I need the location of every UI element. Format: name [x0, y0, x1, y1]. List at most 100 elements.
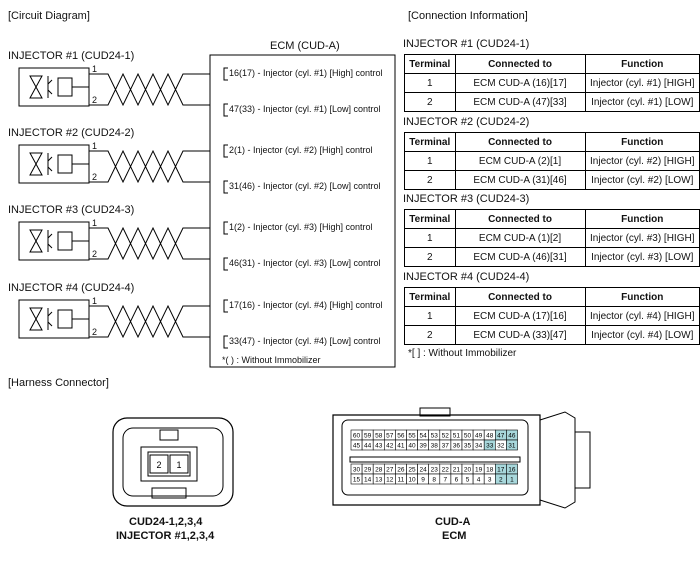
injector-4-label: INJECTOR #4 (CUD24-4) — [8, 282, 135, 294]
ecm-pin-13: 13 — [375, 477, 383, 484]
pin-number-2: 2 — [92, 249, 98, 259]
ecm-pin-57: 57 — [386, 433, 394, 440]
table-note: *[ ] : Without Immobilizer — [408, 348, 517, 359]
ecm-label-1: CUD-A — [435, 516, 471, 528]
ecm-pin-29: 29 — [364, 467, 372, 474]
pin-number-1: 1 — [92, 296, 98, 306]
ecm-pin-33: 33 — [486, 443, 494, 450]
ecm-pin-39: 39 — [419, 443, 427, 450]
ecm-pin-42: 42 — [386, 443, 394, 450]
connection-table-2: Terminal Connected to Function 1 ECM CUD… — [404, 132, 700, 190]
ecm-pin-48: 48 — [486, 433, 494, 440]
table-3-title: INJECTOR #3 (CUD24-3) — [403, 193, 530, 205]
connection-table-3: Terminal Connected to Function 1 ECM CUD… — [404, 209, 700, 267]
ecm-pin-40: 40 — [408, 443, 416, 450]
pin-number-2: 2 — [92, 172, 98, 182]
ecm-pin-14: 14 — [364, 477, 372, 484]
ecm-note: *( ) : Without Immobilizer — [222, 355, 321, 365]
ecm-pin-5: 5 — [466, 477, 470, 484]
twisted-wire — [89, 226, 196, 261]
ecm-pin-17: 17 — [497, 467, 505, 474]
ecm-pin-23: 23 — [431, 467, 439, 474]
function-cell: Injector (cyl. #3) [LOW] — [584, 247, 700, 267]
table-row: 1 ECM CUD-A (1)[2] Injector (cyl. #3) [H… — [404, 228, 700, 248]
ecm-pin-21: 21 — [453, 467, 461, 474]
ecm-high-control-label: 1(2) - Injector (cyl. #3) [High] control — [229, 222, 373, 232]
function-cell: Injector (cyl. #4) [LOW] — [584, 325, 700, 345]
injector-2-circuit — [18, 144, 228, 194]
ecm-pin-12: 12 — [386, 477, 394, 484]
ecm-pin-47: 47 — [497, 433, 505, 440]
table-2-title: INJECTOR #2 (CUD24-2) — [403, 116, 530, 128]
ecm-pin-30: 30 — [353, 467, 361, 474]
connection-table-1: Terminal Connected to Function 1 ECM CUD… — [404, 54, 700, 112]
twisted-wire — [89, 304, 196, 339]
ecm-pin-28: 28 — [375, 467, 383, 474]
ecm-pin-55: 55 — [408, 433, 416, 440]
ecm-pin-6: 6 — [455, 477, 459, 484]
ecm-pin-9: 9 — [421, 477, 425, 484]
connection-table-4: Terminal Connected to Function 1 ECM CUD… — [404, 287, 700, 345]
ecm-pin-24: 24 — [419, 467, 427, 474]
ecm-high-control-label: 2(1) - Injector (cyl. #2) [High] control — [229, 145, 373, 155]
ecm-pin-59: 59 — [364, 433, 372, 440]
ecm-pin-22: 22 — [442, 467, 450, 474]
table-row: 1 ECM CUD-A (17)[16] Injector (cyl. #4) … — [404, 306, 700, 326]
ecm-label-2: ECM — [442, 530, 467, 542]
ecm-low-control-label: 31(46) - Injector (cyl. #2) [Low] contro… — [229, 181, 381, 191]
function-cell: Injector (cyl. #1) [LOW] — [584, 92, 700, 112]
table-header-row: Terminal Connected to Function — [404, 287, 700, 307]
table-row: 2 ECM CUD-A (33)[47] Injector (cyl. #4) … — [404, 325, 700, 345]
harness-connector-heading: [Harness Connector] — [8, 377, 109, 389]
ecm-pin-3: 3 — [488, 477, 492, 484]
ecm-high-control-label: 16(17) - Injector (cyl. #1) [High] contr… — [229, 68, 383, 78]
injector-3-label: INJECTOR #3 (CUD24-3) — [8, 204, 135, 216]
ecm-pin-43: 43 — [375, 443, 383, 450]
injector-1-label: INJECTOR #1 (CUD24-1) — [8, 50, 135, 62]
injector-valve-symbol — [29, 307, 43, 331]
ecm-pin-15: 15 — [353, 477, 361, 484]
connected-cell: ECM CUD-A (33)[47] — [454, 325, 586, 345]
ecm-pin-44: 44 — [364, 443, 372, 450]
cud24-label-1: CUD24-1,2,3,4 — [129, 516, 203, 528]
cud24-pin-1: 1 — [176, 460, 181, 470]
ecm-pin-4: 4 — [477, 477, 481, 484]
ecm-pin-1: 1 — [510, 477, 514, 484]
injector-arrow — [47, 311, 53, 327]
injector-arrow — [47, 156, 53, 172]
function-cell: Injector (cyl. #2) [LOW] — [584, 170, 700, 190]
table-4-title: INJECTOR #4 (CUD24-4) — [403, 271, 530, 283]
table-row: 2 ECM CUD-A (47)[33] Injector (cyl. #1) … — [404, 92, 700, 112]
ecm-pin-32: 32 — [497, 443, 505, 450]
cud24-pin-2: 2 — [156, 460, 161, 470]
table-row: 2 ECM CUD-A (31)[46] Injector (cyl. #2) … — [404, 170, 700, 190]
pin-number-1: 1 — [92, 64, 98, 74]
pin-number-2: 2 — [92, 327, 98, 337]
twisted-wire — [89, 149, 196, 184]
ecm-pin-46: 46 — [508, 433, 516, 440]
injector-2-label: INJECTOR #2 (CUD24-2) — [8, 127, 135, 139]
ecm-pin-37: 37 — [442, 443, 450, 450]
ecm-pin-18: 18 — [486, 467, 494, 474]
ecm-pin-56: 56 — [397, 433, 405, 440]
pin-number-1: 1 — [92, 218, 98, 228]
ecm-pin-54: 54 — [419, 433, 427, 440]
ecm-pin-35: 35 — [464, 443, 472, 450]
connected-cell: ECM CUD-A (47)[33] — [454, 92, 586, 112]
ecm-pin-49: 49 — [475, 433, 483, 440]
injector-arrow — [47, 233, 53, 249]
cud24-label-2: INJECTOR #1,2,3,4 — [116, 530, 215, 542]
injector-1-circuit — [18, 67, 228, 117]
ecm-pin-11: 11 — [398, 477, 405, 484]
table-1-title: INJECTOR #1 (CUD24-1) — [403, 38, 530, 50]
injector-arrow — [47, 79, 53, 95]
pin-number-2: 2 — [92, 95, 98, 105]
twisted-wire — [89, 72, 196, 107]
pin-number-1: 1 — [92, 141, 98, 151]
ecm-pin-58: 58 — [375, 433, 383, 440]
connection-info-heading: [Connection Information] — [408, 10, 528, 22]
ecm-pin-8: 8 — [432, 477, 436, 484]
